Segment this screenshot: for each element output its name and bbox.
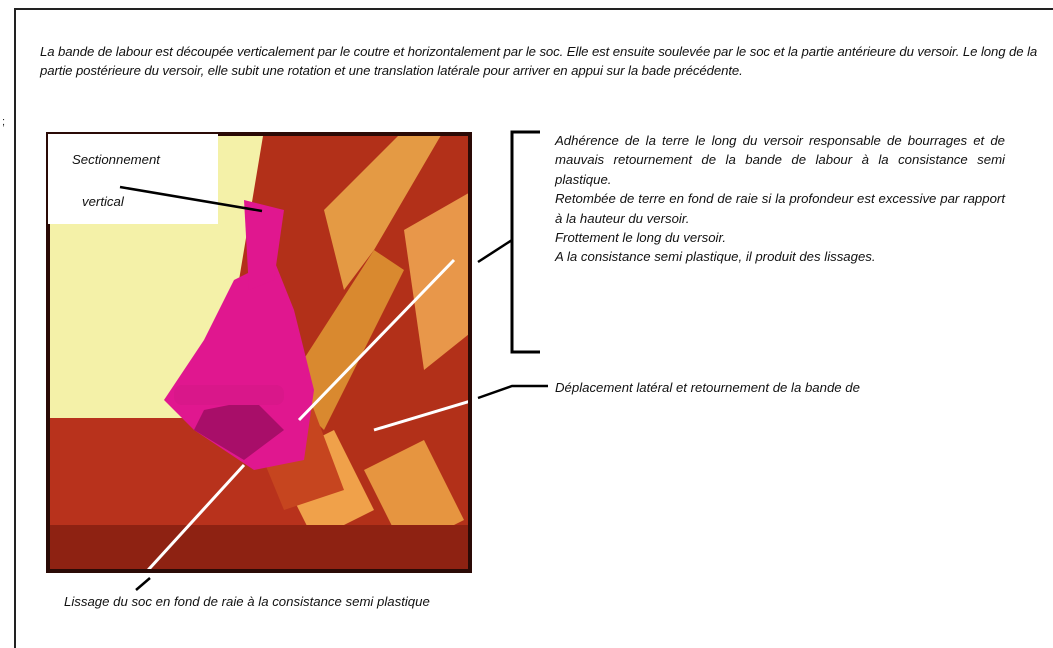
lissage-consistance-item: A la consistance semi plastique, il prod… <box>555 247 1005 266</box>
retombee-item: Retombée de terre en fond de raie si la … <box>555 189 1005 228</box>
adherence-text-block: Adhérence de la terre le long du versoir… <box>555 131 1005 267</box>
adherence-item: Adhérence de la terre le long du versoir… <box>555 131 1005 189</box>
soil-bottom <box>44 525 474 575</box>
sectionnement-label-line1: Sectionnement <box>72 150 160 169</box>
lissage-label: Lissage du soc en fond de raie à la cons… <box>64 592 430 611</box>
frottement-item: Frottement le long du versoir. <box>555 228 1005 247</box>
intro-paragraph: La bande de labour est découpée vertical… <box>40 42 1040 80</box>
sectionnement-label-line2: vertical <box>82 192 124 211</box>
margin-mark: ; <box>2 116 12 128</box>
label-backdrop <box>48 134 218 224</box>
deplacement-label: Déplacement latéral et retournement de l… <box>555 378 1025 397</box>
share-bar <box>174 385 284 405</box>
